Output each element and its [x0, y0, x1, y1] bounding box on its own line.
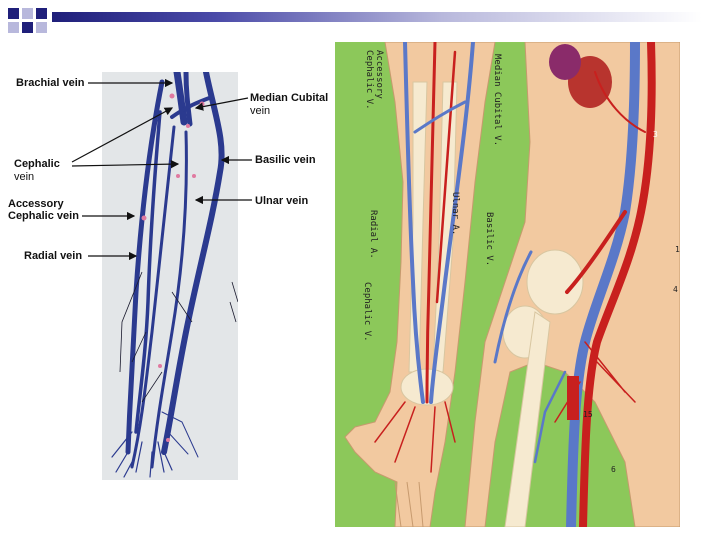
deco-square-4 [22, 22, 33, 33]
vein-illustration-panel [102, 72, 238, 480]
deco-square-5 [36, 22, 47, 33]
deco-square-6 [8, 22, 19, 33]
label-brachial-vein: Brachial vein [16, 77, 85, 89]
deco-square-2 [22, 8, 33, 19]
label-median-cubital-1: Median Cubital [250, 92, 329, 104]
model-label-accessory-a: Accessory [374, 50, 384, 99]
label-radial-vein: Radial vein [24, 250, 83, 262]
label-cephalic-1: Cephalic [14, 158, 60, 170]
title-rule [52, 12, 702, 22]
anatomical-model-panel: Accessory Cephalic V. Median Cubital V. … [335, 42, 680, 527]
model-label-ulnar-a: Ulnar A. [450, 192, 460, 235]
model-number-6: 6 [611, 465, 616, 474]
deco-square-1 [8, 8, 19, 19]
label-accessory-1: Accessory [8, 198, 64, 210]
label-accessory-2: Cephalic vein [8, 210, 79, 222]
label-basilic-vein: Basilic vein [255, 154, 316, 166]
model-number-15: 15 [583, 410, 593, 419]
label-ulnar-vein: Ulnar vein [255, 195, 309, 207]
model-label-radial-a: Radial A. [368, 210, 378, 259]
model-number-4: 4 [673, 285, 678, 294]
anatomical-model: Accessory Cephalic V. Median Cubital V. … [344, 42, 680, 527]
model-label-basilic-v: Basilic V. [484, 212, 494, 266]
model-label-median-cubital: Median Cubital V. [492, 54, 502, 146]
deco-square-3 [36, 8, 47, 19]
label-cephalic-2: vein [14, 171, 35, 183]
label-median-cubital-2: vein [250, 105, 271, 117]
model-number-1: 1 [675, 245, 680, 254]
model-label-cephalic-v: Cephalic V. [362, 282, 372, 342]
model-label-accessory-b: Cephalic V. [364, 50, 374, 110]
model-number-3: 3 [653, 130, 658, 139]
